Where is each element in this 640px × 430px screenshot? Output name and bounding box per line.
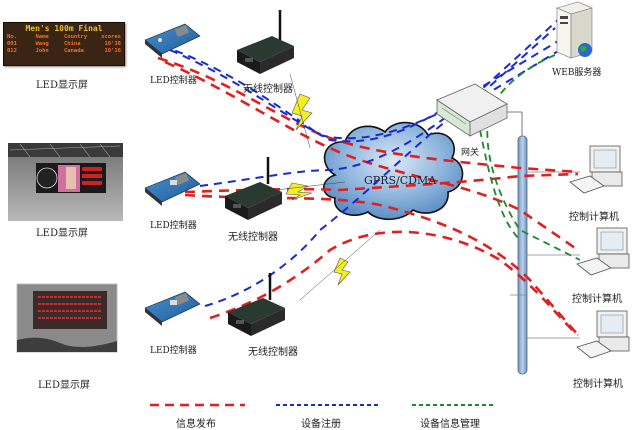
gateway-device: [436, 83, 508, 137]
gprs-cdma-cloud: [322, 121, 464, 221]
led-controller-board-3: [144, 291, 201, 326]
label-cloud: GPRS/CDMA: [364, 174, 437, 187]
label-led-controller-2: LED控制器: [150, 221, 197, 231]
scoreboard-row: 001 Wang China 10'38: [4, 41, 124, 48]
scoreboard-cell: John: [35, 48, 49, 54]
label-web-server: WEB服务器: [552, 68, 602, 78]
legend-label-publish: 信息发布: [176, 419, 216, 430]
scoreboard-row: 012 John Canada 10'16: [4, 48, 124, 55]
scoreboard-title: Men's 100m Final: [25, 24, 103, 33]
label-wireless-2: 无线控制器: [228, 232, 278, 243]
label-led-controller-1: LED控制器: [150, 76, 197, 86]
led-screen-scoreboard: Men's 100m Final No. Name Country scores…: [3, 22, 125, 66]
manage-line-2: [479, 129, 521, 241]
wireless-signal-bolts: [275, 73, 381, 301]
legend-label-manage: 设备信息管理: [420, 419, 480, 430]
led-controller-board-1: [144, 23, 201, 58]
scoreboard-cell: 10'16: [104, 48, 121, 54]
led-screen-photo-2: [8, 143, 123, 221]
scoreboard-header: No. Name Country scores: [4, 34, 124, 41]
publish-line-3: [209, 230, 579, 336]
bolt-icon-1: [291, 93, 313, 131]
control-pc-3: [576, 310, 630, 359]
manage-line-1: [486, 54, 581, 261]
scoreboard-cell: China: [64, 41, 81, 47]
scoreboard-cell: Wang: [35, 41, 49, 47]
control-pc-2: [576, 227, 630, 276]
publish-line-1b: [164, 60, 579, 252]
scoreboard-cell: 012: [7, 48, 17, 54]
label-wireless-1: 无线控制器: [243, 84, 293, 95]
network-bus: [487, 111, 580, 375]
label-pc-3: 控制计算机: [573, 379, 623, 390]
legend-label-register: 设备注册: [301, 419, 341, 430]
label-pc-2: 控制计算机: [572, 294, 622, 305]
wireless-controller-2: [225, 157, 282, 220]
bolt-icon-2: [285, 182, 313, 201]
scoreboard-cell: 10'38: [104, 41, 121, 47]
led-controller-board-2: [144, 171, 201, 206]
web-server: [556, 1, 593, 59]
scoreboard-col-name: Name: [35, 34, 49, 40]
label-led-screen-3: LED显示屏: [38, 380, 90, 391]
register-line-2: [199, 17, 561, 187]
wireless-controller-3: [228, 273, 285, 336]
register-line-1b: [169, 39, 561, 143]
label-wireless-3: 无线控制器: [248, 347, 298, 358]
label-led-screen-1: LED显示屏: [36, 80, 88, 91]
publish-line-1: [157, 56, 579, 174]
scoreboard-cell: Canada: [64, 48, 84, 54]
control-pc-1: [569, 145, 623, 194]
wireless-controller-1: [237, 10, 294, 74]
manage-lines: [479, 54, 581, 261]
scoreboard-cell: 001: [7, 41, 17, 47]
scoreboard-col-scores: scores: [101, 34, 121, 40]
register-line-3: [204, 49, 561, 307]
label-led-controller-3: LED控制器: [150, 346, 197, 356]
scoreboard-col-country: Country: [64, 34, 88, 40]
scoreboard-col-no: No.: [7, 34, 17, 40]
led-screen-photo-3: [16, 283, 118, 353]
bolt-icon-3: [333, 257, 351, 286]
label-pc-1: 控制计算机: [569, 212, 619, 223]
label-gateway: 网关: [461, 148, 480, 158]
label-led-screen-2: LED显示屏: [36, 228, 88, 239]
